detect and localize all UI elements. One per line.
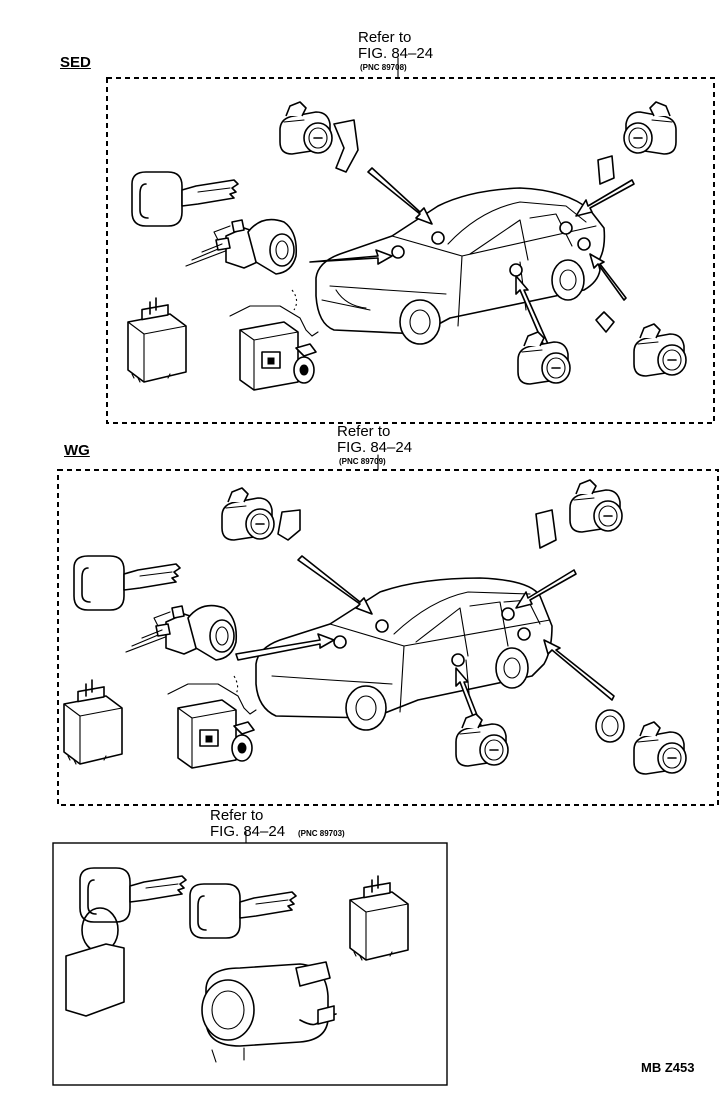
sed-section	[106, 57, 715, 424]
sed-refer-text: Refer to	[358, 29, 412, 46]
sed-boundary	[106, 77, 715, 424]
relay-unit-icon	[63, 679, 123, 765]
sed-refer-pnc: (PNC 89708)	[360, 63, 407, 72]
arrow	[575, 179, 635, 217]
fuel-lid-lock-icon	[595, 311, 687, 377]
sed-refer-figure: FIG. 84–24	[358, 45, 434, 62]
ignition-key-icon	[131, 171, 239, 227]
wagon-car-icon	[255, 577, 553, 731]
control-module-icon	[167, 683, 257, 769]
arrow	[515, 275, 549, 347]
wg-refer-figure: FIG. 84–24	[337, 439, 413, 456]
arrow	[589, 253, 627, 301]
arrow	[515, 569, 577, 609]
lock-cylinder-icon	[201, 961, 337, 1063]
rear-door-lock-cylinder-icon	[455, 713, 509, 767]
arrow	[235, 633, 335, 661]
kit-boundary	[52, 842, 448, 1086]
door-lock-cylinder-icon	[279, 101, 359, 173]
wg-section-label: WG	[64, 442, 90, 459]
arrow	[297, 555, 373, 615]
fuel-lid-lock-icon	[595, 709, 687, 775]
wg-refer-text: Refer to	[337, 423, 391, 440]
kit-refer-figure: FIG. 84–24	[210, 823, 286, 840]
ignition-key-icon	[73, 555, 181, 611]
key-with-tag-icon	[65, 867, 187, 1017]
relay-unit-icon	[127, 297, 187, 383]
arrow	[367, 167, 433, 225]
arrow	[543, 639, 615, 701]
kit-refer-pnc: (PNC 89703)	[298, 829, 345, 838]
sedan-car-icon	[315, 187, 606, 345]
wg-section	[57, 454, 719, 806]
back-door-lock-cylinder-icon	[535, 479, 623, 549]
sed-section-label: SED	[60, 54, 91, 71]
arrow	[309, 249, 393, 265]
kit-section	[52, 831, 448, 1086]
control-module-icon	[229, 305, 319, 391]
ignition-lock-cylinder-icon	[125, 604, 238, 661]
trunk-lock-cylinder-icon	[597, 101, 677, 185]
door-lock-cylinder-icon	[221, 487, 301, 541]
ignition-lock-cylinder-icon	[185, 218, 298, 275]
kit-refer-text: Refer to	[210, 807, 264, 824]
wg-refer-pnc: (PNC 89709)	[339, 457, 386, 466]
figure-code: MB Z453	[641, 1060, 695, 1075]
key-icon	[189, 883, 297, 939]
relay-unit-icon	[349, 875, 409, 961]
wg-boundary	[57, 469, 719, 806]
